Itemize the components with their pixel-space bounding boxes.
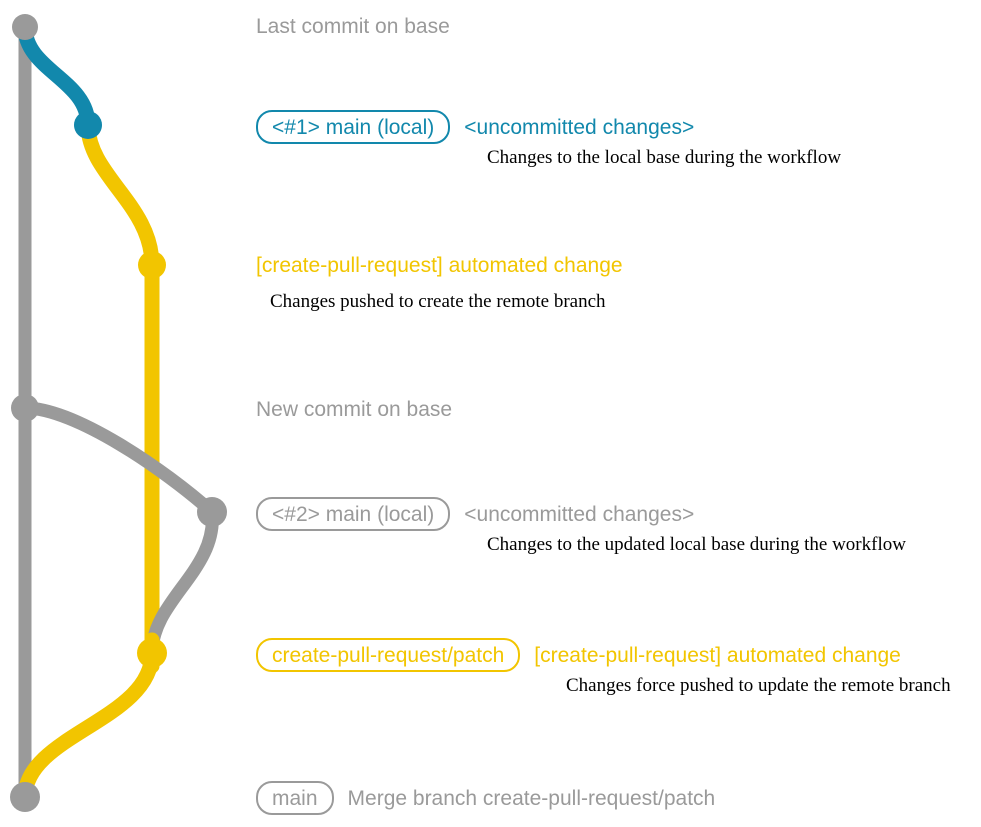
row-automated-change-1: [create-pull-request] automated change	[256, 255, 623, 276]
row-note-local-commit-1: Changes to the local base during the wor…	[487, 147, 842, 168]
branch-pill-main-local-1[interactable]: <#1> main (local)	[256, 110, 451, 144]
patch-merge-line	[17, 645, 160, 805]
branch-pill-create-pull-request-patch[interactable]: create-pull-request/patch	[256, 638, 521, 672]
node-automated-change-2[interactable]	[137, 638, 167, 668]
node-new-commit-on-base[interactable]	[11, 394, 39, 422]
row-note-automated-change-2: Changes force pushed to update the remot…	[566, 675, 951, 696]
row-subject-automated-change-1: [create-pull-request] automated change	[256, 254, 623, 277]
row-subject-last-commit-on-base: Last commit on base	[256, 15, 450, 38]
row-subject-new-commit-on-base: New commit on base	[256, 398, 453, 421]
row-local-commit-1: <#1> main (local) <uncommitted changes>	[256, 110, 694, 144]
local-to-patch-line	[145, 505, 219, 660]
node-merge-commit[interactable]	[10, 782, 40, 812]
row-note-automated-change-1: Changes pushed to create the remote bran…	[270, 291, 606, 312]
row-merge-commit: main Merge branch create-pull-request/pa…	[256, 781, 715, 815]
row-subject-automated-change-2: [create-pull-request] automated change	[534, 643, 901, 667]
branch-pill-main[interactable]: main	[256, 781, 334, 815]
node-last-commit-on-base[interactable]	[12, 14, 38, 40]
node-local-commit-2[interactable]	[197, 497, 227, 527]
row-subject-local-commit-1: <uncommitted changes>	[464, 115, 695, 139]
branch-pill-main-local-2[interactable]: <#2> main (local)	[256, 497, 451, 531]
row-local-commit-2: <#2> main (local) <uncommitted changes>	[256, 497, 694, 531]
local-branch-line-2	[18, 401, 219, 519]
node-automated-change-1[interactable]	[138, 251, 166, 279]
local-branch-line-1	[17, 19, 96, 133]
row-note-local-commit-2: Changes to the updated local base during…	[487, 534, 906, 555]
row-subject-local-commit-2: <uncommitted changes>	[464, 502, 695, 526]
node-local-commit-1[interactable]	[74, 111, 102, 139]
patch-lane-line	[80, 117, 160, 661]
row-subject-merge-commit: Merge branch create-pull-request/patch	[347, 786, 716, 810]
row-automated-change-2: create-pull-request/patch [create-pull-r…	[256, 638, 901, 672]
